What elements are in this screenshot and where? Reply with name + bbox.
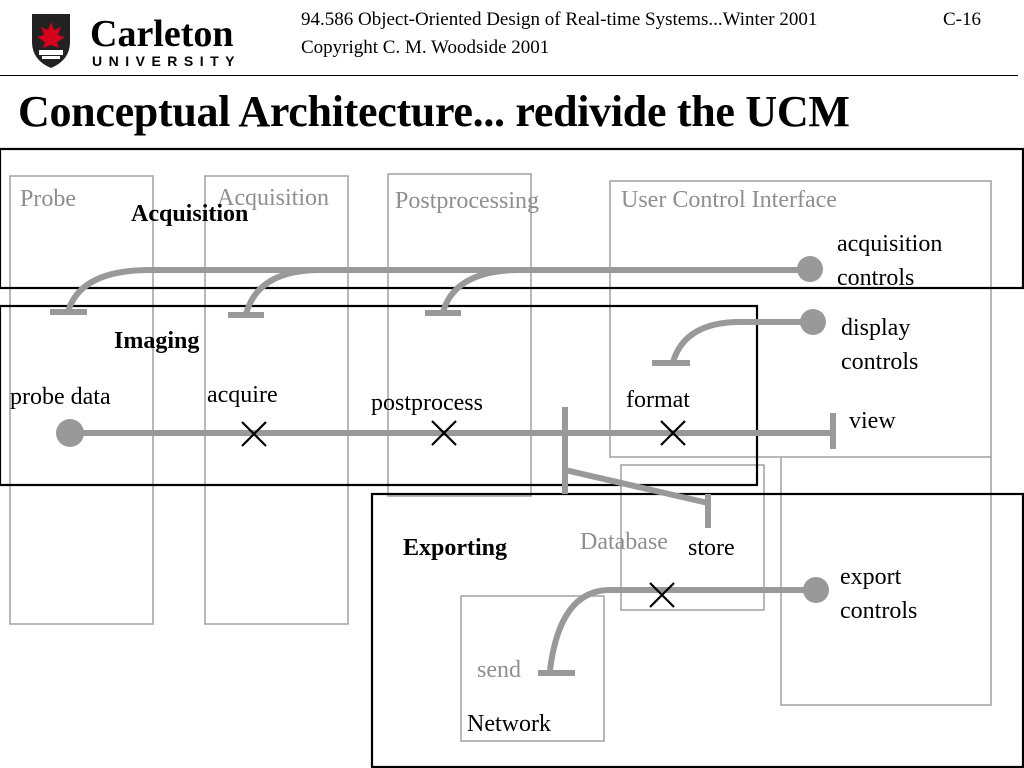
component-label-network: Network (467, 711, 551, 737)
store-path (564, 467, 709, 506)
display-control-path (670, 319, 812, 363)
acquisition-branch-2 (440, 267, 521, 313)
region-label-exporting: Exporting (403, 535, 508, 561)
region-imaging-box (0, 304, 759, 487)
svg-text:UNIVERSITY: UNIVERSITY (92, 53, 241, 69)
label-format: format (626, 387, 690, 413)
acquisition-branch-1 (243, 267, 321, 315)
label-export-controls-1: export (840, 564, 902, 590)
label-display-controls-2: controls (841, 349, 919, 375)
course-title: 94.586 Object-Oriented Design of Real-ti… (301, 9, 818, 30)
postprocess-responsibility (431, 420, 457, 446)
component-label-acquisition: Acquisition (217, 185, 329, 211)
component-label-user-control-interface: User Control Interface (621, 187, 837, 213)
store-responsibility (649, 582, 675, 608)
component-label-probe: Probe (20, 186, 76, 212)
label-export-controls-2: controls (840, 598, 918, 624)
label-send: send (477, 657, 521, 683)
component-network-box (460, 595, 605, 742)
export-controls-start (803, 577, 829, 603)
copyright-line: Copyright C. M. Woodside 2001 (301, 37, 550, 58)
label-acquisition-controls-2: controls (837, 265, 915, 291)
region-acquisition-box (0, 147, 1024, 290)
label-view: view (849, 408, 896, 434)
label-acquire: acquire (207, 382, 278, 408)
label-store: store (688, 535, 735, 561)
acquisition-control-path (65, 267, 810, 313)
region-label-acquisition: Acquisition (131, 201, 249, 227)
label-display-controls-1: display (841, 315, 911, 341)
region-label-imaging: Imaging (114, 328, 200, 354)
carleton-logo: Carleton UNIVERSITY (32, 13, 241, 69)
probe-data-start (56, 419, 84, 447)
component-label-postprocessing: Postprocessing (395, 188, 539, 214)
component-label-database: Database (580, 529, 668, 555)
component-postprocessing-box (387, 173, 532, 497)
acquire-responsibility (241, 421, 267, 447)
component-probe-box (9, 175, 154, 625)
format-responsibility (660, 420, 686, 446)
svg-text:Carleton: Carleton (90, 13, 234, 55)
export-control-path (547, 587, 815, 671)
label-postprocess: postprocess (371, 390, 483, 416)
region-exporting-box (370, 492, 1024, 768)
label-probe-data: probe data (10, 384, 111, 410)
component-uci-box-lower (780, 457, 992, 706)
display-controls-start (800, 309, 826, 335)
label-acquisition-controls-1: acquisition (837, 231, 943, 257)
component-uci-box-upper (609, 180, 992, 458)
component-acquisition-box (204, 175, 349, 625)
slide-number: C-16 (943, 9, 981, 30)
component-database-box (620, 464, 765, 611)
slide-title: Conceptual Architecture... redivide the … (18, 87, 850, 136)
acquisition-controls-start (797, 256, 823, 282)
header-divider (0, 75, 1018, 76)
